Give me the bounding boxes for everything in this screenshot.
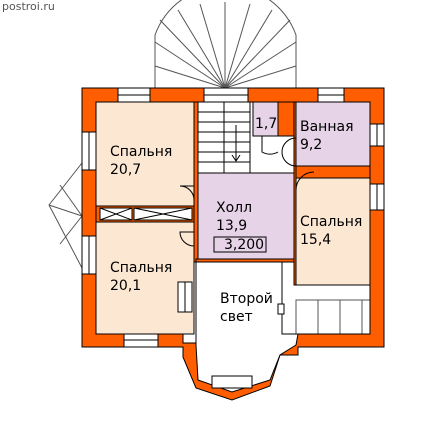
bedroom-bottom-name: Спальня: [110, 260, 172, 276]
site-watermark: postroi.ru: [2, 0, 55, 13]
bedroom-bottom-area: 20,1: [110, 278, 141, 294]
second-light-line1: Второй: [220, 291, 273, 307]
central-staircase: [197, 101, 251, 174]
bedroom-top-floor: [95, 101, 195, 207]
vent-marker: [277, 303, 285, 315]
small-room-floor: [252, 101, 279, 137]
bedroom-right-name: Спальня: [300, 214, 362, 230]
windows: [81, 87, 385, 389]
bedroom-top-area: 20,7: [110, 162, 141, 178]
bedroom-right-area: 15,4: [300, 232, 331, 248]
height-mark-box: [213, 236, 267, 253]
wall-v-right: [293, 101, 297, 286]
hall-area: 13,9: [216, 218, 247, 234]
bathroom-area: 9,2: [300, 137, 322, 153]
second-light-floor: [195, 261, 299, 393]
small-room-area: 1,7: [255, 116, 277, 132]
wall-h-hall: [195, 258, 295, 263]
wall-v-left: [193, 101, 199, 263]
second-light-line2: свет: [220, 309, 253, 325]
wall-h-right: [295, 165, 371, 179]
bedroom-bottom-floor: [95, 221, 195, 335]
bathroom-name: Ванная: [300, 119, 354, 135]
bedroom-top-name: Спальня: [110, 144, 172, 160]
spiral-staircase: [154, 0, 297, 89]
floors: [95, 101, 371, 393]
left-bay-balcony: [48, 161, 83, 269]
hall-name: Холл: [216, 200, 252, 216]
bedroom-right-floor: [295, 177, 371, 286]
doors: [177, 136, 315, 313]
hall-floor: [195, 172, 295, 260]
closet: [99, 207, 193, 221]
height-mark: 3,200: [224, 237, 264, 253]
wall-small-room: [277, 101, 297, 137]
